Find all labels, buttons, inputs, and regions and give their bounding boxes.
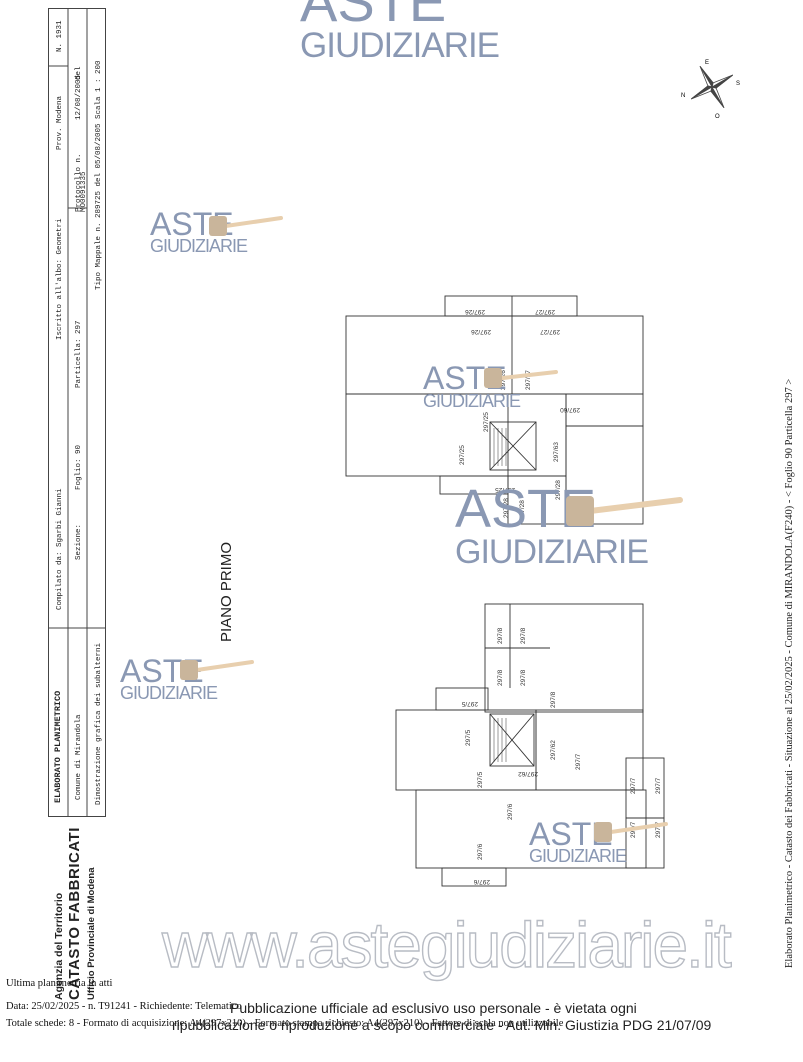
numero: N. 1931: [56, 20, 64, 52]
side-note: Elaborato Planimetrico - Catasto dei Fab…: [784, 378, 795, 968]
unit-label: 297/8: [497, 669, 504, 686]
unit-label: 297/26: [465, 308, 485, 315]
plan-bottom: 297/8 297/8 297/8 297/8 297/5 297/5 297/…: [395, 603, 665, 887]
particella: Particella: 297: [75, 320, 83, 388]
unit-label: 297/7: [630, 777, 637, 794]
catasto-title: CATASTO FABBRICATI: [66, 827, 83, 1000]
unit-label: 297/26: [471, 328, 491, 335]
watermark-site: www.astegiudiziarie.it: [161, 908, 732, 981]
overlay-line1: Pubblicazione ufficiale ad esclusivo uso…: [230, 1000, 637, 1016]
protocollo-del: del: [75, 66, 83, 80]
watermark-giudiziarie-3: GIUDIZIARIE: [423, 391, 521, 411]
unit-label: 297/60: [560, 406, 580, 413]
unit-label: 297/27: [525, 370, 532, 390]
unit-label: 297/28: [519, 500, 526, 520]
foglio: Foglio: 90: [75, 444, 83, 490]
unit-label: 297/25: [483, 412, 490, 432]
footer-line2: Data: 25/02/2025 - n. T91241 - Richieden…: [6, 1001, 242, 1012]
cartiglio-frame: [48, 8, 106, 817]
unit-label: 297/7: [655, 821, 662, 838]
compass-n: N: [681, 93, 685, 99]
elaborato-title: ELABORATO PLANIMETRICO: [53, 690, 63, 803]
tipo-mappale: Tipo Mappale n. 289725 del 05/08/2005 Sc…: [95, 60, 103, 290]
cartiglio: [48, 8, 106, 1013]
unit-label: 297/8: [550, 691, 557, 708]
compass-e: E: [705, 60, 709, 66]
watermark-aste: ASTE: [300, 0, 447, 33]
unit-label: 297/7: [655, 777, 662, 794]
gavel-icon: [566, 496, 683, 526]
unit-label: 297/27: [540, 328, 560, 335]
unit-label: 297/7: [575, 753, 582, 770]
unit-label: 297/8: [520, 627, 527, 644]
unit-label: 297/28: [555, 480, 562, 500]
watermark-giudiziarie-4: GIUDIZIARIE: [455, 533, 649, 571]
compass-icon: E S N O: [681, 60, 740, 120]
unit-label: 297/25: [459, 445, 466, 465]
unit-label: 297/5: [461, 700, 478, 707]
compass-s: S: [736, 81, 740, 87]
dimostrazione: Dimostrazione grafica dei subalterni: [95, 642, 103, 805]
unit-label: 297/28: [503, 498, 510, 518]
unit-label: 297/8: [497, 627, 504, 644]
gavel-icon: [594, 822, 668, 842]
unit-label: 297/63: [553, 442, 560, 462]
watermark-giudiziarie-6: GIUDIZIARIE: [529, 846, 627, 866]
unit-label: 297/6: [477, 843, 484, 860]
unit-label: 297/5: [477, 771, 484, 788]
comune: Comune di Mirandola: [75, 714, 83, 800]
compilato-da: Compilato da: Sgarbi Gianni: [56, 488, 64, 610]
sezione: Sezione:: [75, 523, 83, 560]
watermark-giudiziarie: GIUDIZIARIE: [300, 26, 500, 65]
unit-label: 297/62: [550, 740, 557, 760]
protocollo-date: 12/08/2005: [75, 74, 83, 120]
iscritto-albo: Iscritto all'albo: Geometri: [56, 218, 64, 340]
watermark-top: ASTE: [300, 0, 446, 30]
unit-label: 297/6: [473, 878, 490, 885]
gavel-icon: [209, 216, 283, 236]
provincia: Prov. Modena: [56, 95, 64, 150]
unit-label: 297/62: [518, 770, 538, 777]
compass-o: O: [715, 114, 720, 120]
floor-label: PIANO PRIMO: [218, 541, 235, 642]
gavel-icon: [180, 660, 254, 680]
unit-label: 297/5: [465, 729, 472, 746]
footer-line1: Ultima planimetria in atti: [6, 978, 113, 989]
watermark-giudiziarie-5: GIUDIZIARIE: [120, 683, 218, 703]
footer-line3: Totale schede: 8 - Formato di acquisizio…: [6, 1018, 564, 1029]
unit-label: 297/8: [520, 669, 527, 686]
gavel-icon: [484, 368, 558, 388]
unit-label: 297/6: [507, 803, 514, 820]
protocollo-number: MO0091335: [80, 171, 88, 212]
unit-label: 297/27: [535, 308, 555, 315]
watermark-giudiziarie-2: GIUDIZIARIE: [150, 236, 248, 256]
overlay-line2: ripubblicazione o riproduzione a scopo c…: [172, 1017, 712, 1033]
unit-label: 297/25: [495, 486, 515, 493]
